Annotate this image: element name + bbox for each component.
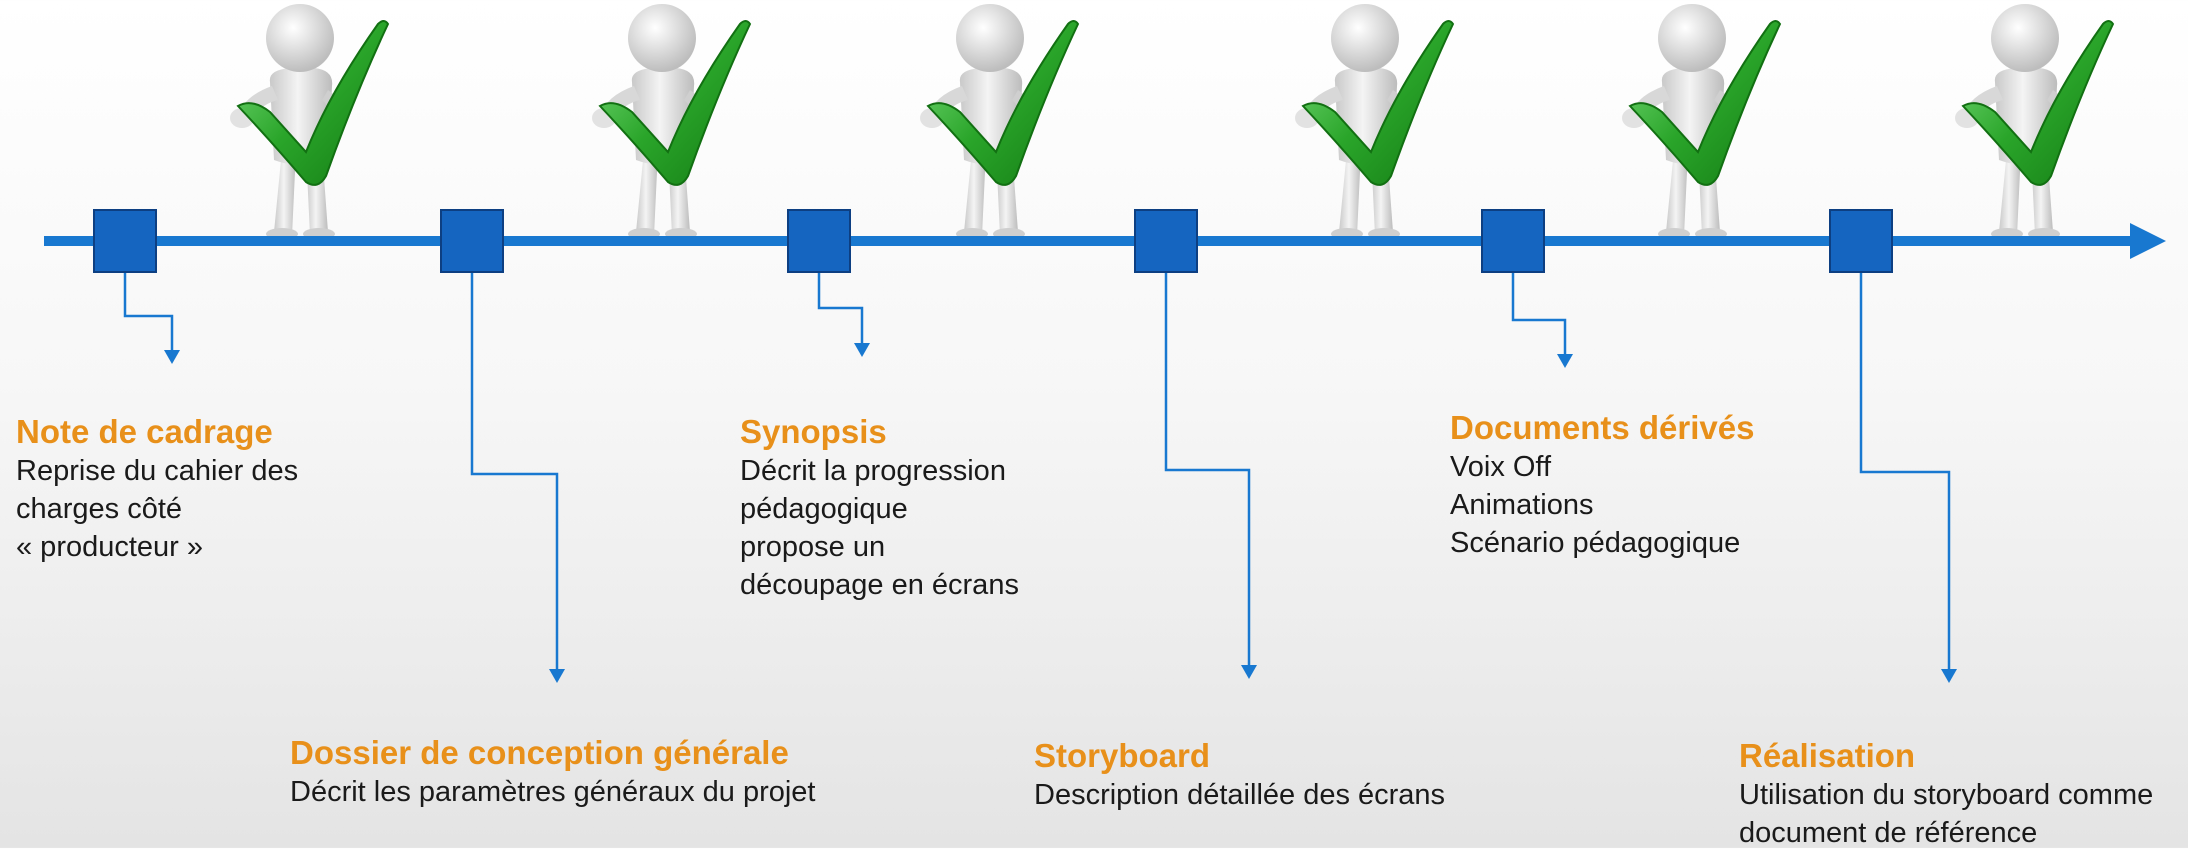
- stage-title: Réalisation: [1739, 737, 1916, 774]
- arrow-head-icon: [549, 669, 565, 683]
- stage-title: Storyboard: [1034, 737, 1211, 774]
- stage-description-line: propose un: [740, 531, 886, 563]
- stage-title: Note de cadrage: [16, 413, 273, 450]
- timeline-axis: [44, 236, 2134, 246]
- connector-line: [123, 272, 174, 352]
- person-with-checkmark-icon: [592, 4, 752, 240]
- person-with-checkmark-icon: [1955, 4, 2115, 240]
- stage-description-line: découpage en écrans: [740, 569, 1019, 601]
- stage-description-line: charges côté: [16, 493, 183, 525]
- stage-description-line: Décrit la progression: [740, 455, 1006, 487]
- stage-description-line: Description détaillée des écrans: [1034, 779, 1446, 811]
- stage-description-line: Voix Off: [1450, 451, 1552, 483]
- stage-description-line: « producteur »: [16, 531, 204, 563]
- stage-description-line: pédagogique: [740, 493, 908, 525]
- stage-description-line: Utilisation du storyboard comme: [1739, 779, 2154, 811]
- milestone-box: [787, 209, 851, 273]
- stage-description-line: document de référence: [1739, 817, 2038, 849]
- stage-title: Dossier de conception générale: [290, 734, 789, 771]
- milestone-box: [1829, 209, 1893, 273]
- arrow-head-icon: [1941, 669, 1957, 683]
- milestone-box: [1481, 209, 1545, 273]
- stage-title: Synopsis: [740, 413, 887, 450]
- stage-title: Documents dérivés: [1450, 409, 1755, 446]
- stage-description-line: Animations: [1450, 489, 1594, 521]
- stage-description-line: Reprise du cahier des: [16, 455, 299, 487]
- person-with-checkmark-icon: [1295, 4, 1455, 240]
- arrow-head-icon: [854, 343, 870, 357]
- milestone-box: [1134, 209, 1198, 273]
- arrow-head-icon: [1557, 354, 1573, 368]
- stage-description-line: Décrit les paramètres généraux du projet: [290, 776, 816, 808]
- milestone-box: [93, 209, 157, 273]
- connector-line: [1511, 272, 1567, 356]
- connector-line: [1164, 272, 1251, 667]
- person-with-checkmark-icon: [230, 4, 390, 240]
- milestone-box: [440, 209, 504, 273]
- timeline-arrow-icon: [2130, 223, 2166, 259]
- person-with-checkmark-icon: [1622, 4, 1782, 240]
- connector-line: [470, 272, 559, 671]
- arrow-head-icon: [164, 350, 180, 364]
- connector-line: [1859, 272, 1951, 671]
- stage-description-line: Scénario pédagogique: [1450, 527, 1741, 559]
- connector-line: [817, 272, 864, 345]
- person-with-checkmark-icon: [920, 4, 1080, 240]
- arrow-head-icon: [1241, 665, 1257, 679]
